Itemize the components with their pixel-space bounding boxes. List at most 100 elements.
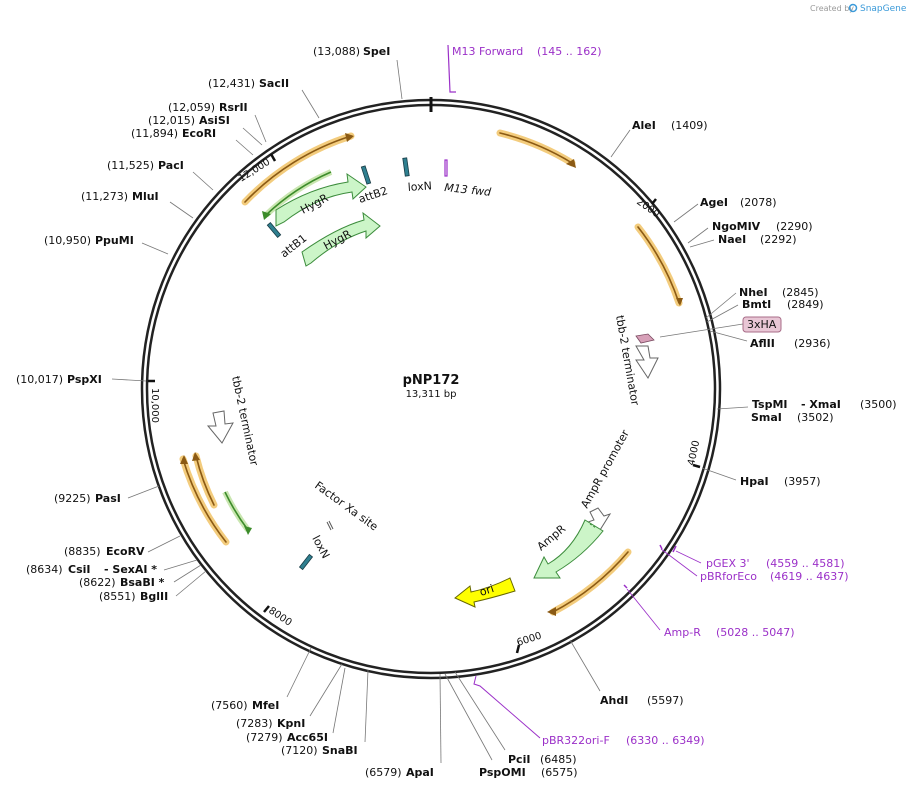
ampr-arrow: [533, 519, 604, 579]
arrowhead-green-top: [262, 211, 271, 220]
ring-tick-4000: [692, 463, 701, 469]
leader-apai: [439, 673, 442, 764]
site-apai-name: ApaI: [406, 766, 434, 779]
site-ecorv-pos: (8835): [64, 545, 101, 558]
site-aflii-pos: (2936): [794, 337, 831, 350]
loxn-top-label: loxN: [407, 179, 432, 194]
snapgene-logo-icon: [848, 3, 858, 13]
credit-prefix: Created by: [810, 4, 854, 13]
site-bmti-name: BmtI: [742, 298, 771, 311]
site-pspxi-pos: (10,017): [16, 373, 63, 386]
m13-fwd-label: M13 fwd: [444, 181, 493, 199]
site-bsabi-name: BsaBI *: [120, 576, 165, 589]
credit-brand: SnapGene: [860, 4, 907, 14]
leader-aflii: [709, 330, 748, 342]
plasmid-length: 13,311 bp: [406, 389, 457, 400]
ori-arrow: [454, 577, 516, 608]
site-bsabi-pos: (8622): [79, 576, 116, 589]
site-snabi-name: SnaBI: [322, 744, 358, 757]
site-labels: (13,088) SpeI (12,431) SacII (12,059) Rs…: [16, 45, 897, 779]
leader-bmti: [706, 304, 739, 323]
site-ppumi-name: PpuMI: [95, 234, 134, 247]
site-agei-name: AgeI: [700, 196, 728, 209]
attb2-marker: [360, 165, 372, 185]
ampr-label: AmpR: [535, 522, 569, 553]
site-sacii-pos: (12,431): [208, 77, 255, 90]
site-alei-name: AleI: [632, 119, 656, 132]
primer-amp-r-name: Amp-R: [664, 626, 701, 639]
site-ecori-name: EcoRI: [182, 127, 216, 140]
leader-csii: [163, 559, 198, 571]
leader-agei: [673, 203, 699, 223]
site-ppumi-pos: (10,950): [44, 234, 91, 247]
site-hpai-name: HpaI: [740, 475, 769, 488]
3xha-marker: [635, 333, 655, 344]
ring-tick-6000: [515, 644, 521, 654]
site-pspomi-name: PspOMI: [479, 766, 526, 779]
leader-tspmi: [716, 406, 749, 410]
arrowhead-bottom-right: [547, 607, 556, 616]
hygr-arrow-bottom: [301, 211, 381, 267]
site-ngomiv-pos: (2290): [776, 220, 813, 233]
loxn-bottom-marker: [298, 553, 314, 571]
m13-fwd-marker: [444, 159, 448, 177]
leader-pasi: [127, 485, 160, 499]
site-bglii-name: BglII: [140, 590, 168, 603]
backbone: [140, 97, 722, 680]
site-pcii-pos: (6485): [540, 753, 577, 766]
primer-amp-r-range: (5028 .. 5047): [716, 626, 795, 639]
site-spei-pos: (13,088): [313, 45, 360, 58]
site-bmti-pos: (2849): [787, 298, 824, 311]
site-sacii-name: SacII: [259, 77, 289, 90]
site-naei-pos: (2292): [760, 233, 797, 246]
site-acc65i-name: Acc65I: [287, 731, 328, 744]
site-paci-name: PacI: [158, 159, 184, 172]
left-terminator: tbb-2 terminator: [206, 375, 261, 467]
ring-tick-label-10000: 10,000: [149, 388, 160, 423]
site-ecorv-name: EcoRV: [106, 545, 145, 558]
hygr-arrow-top: [275, 172, 367, 227]
leader-spei: [396, 59, 403, 100]
3xha-leader: [659, 323, 744, 338]
site-nhei-name: NheI: [739, 286, 768, 299]
site-hpai-pos: (3957): [784, 475, 821, 488]
leader-snabi: [364, 669, 369, 743]
site-apai-pos: (6579): [365, 766, 402, 779]
site-csii-pos: (8634): [26, 563, 63, 576]
arrowhead-top-right: [566, 159, 576, 168]
arrowhead-right: [676, 298, 683, 306]
ampr-promoter-label: AmpR promoter: [578, 427, 632, 510]
feature-arc-top-left-core: [244, 135, 352, 203]
primer-pbrforeco-name: pBRforEco: [700, 570, 757, 583]
site-leaders: [111, 59, 749, 764]
site-sexai-name: - SexAI *: [104, 563, 157, 576]
site-xmai-name: - XmaI: [801, 398, 841, 411]
leader-ppumi: [141, 242, 169, 255]
leader-mfei: [286, 647, 312, 698]
arrowhead-left-outer: [180, 455, 188, 464]
site-csii-name: CsiI: [68, 563, 90, 576]
ring-tick-label-2000: 2000: [634, 196, 661, 220]
leader-pspomi: [444, 673, 493, 761]
primer-pgex-range: (4559 .. 4581): [766, 557, 845, 570]
primer-pbr322ori-name: pBR322ori-F: [542, 734, 610, 747]
site-pasi-name: PasI: [95, 492, 121, 505]
tbb2-left-label: tbb-2 terminator: [229, 375, 261, 467]
feature-arc-left-outer-core: [182, 458, 227, 543]
leader-pspxi: [111, 378, 147, 382]
leader-mlui: [169, 201, 194, 219]
arrowhead-top-left: [345, 133, 354, 142]
pgex-marker: [672, 545, 677, 553]
arrowhead-green-left: [244, 526, 252, 535]
green-arc-top-core: [265, 171, 332, 216]
site-pcii-name: PciI: [508, 753, 530, 766]
leader-acc65i: [332, 667, 346, 734]
primer-m13-forward-range: (145 .. 162): [537, 45, 602, 58]
leader-paci: [192, 171, 214, 191]
primer-pgex-name: pGEX 3': [706, 557, 750, 570]
leader-ngomiv: [687, 227, 709, 244]
ring-ticks: 2000 4000 6000 8000 10,000 12,000: [148, 153, 702, 654]
site-asisi-name: AsiSI: [199, 114, 230, 127]
leader-alei: [610, 129, 631, 158]
